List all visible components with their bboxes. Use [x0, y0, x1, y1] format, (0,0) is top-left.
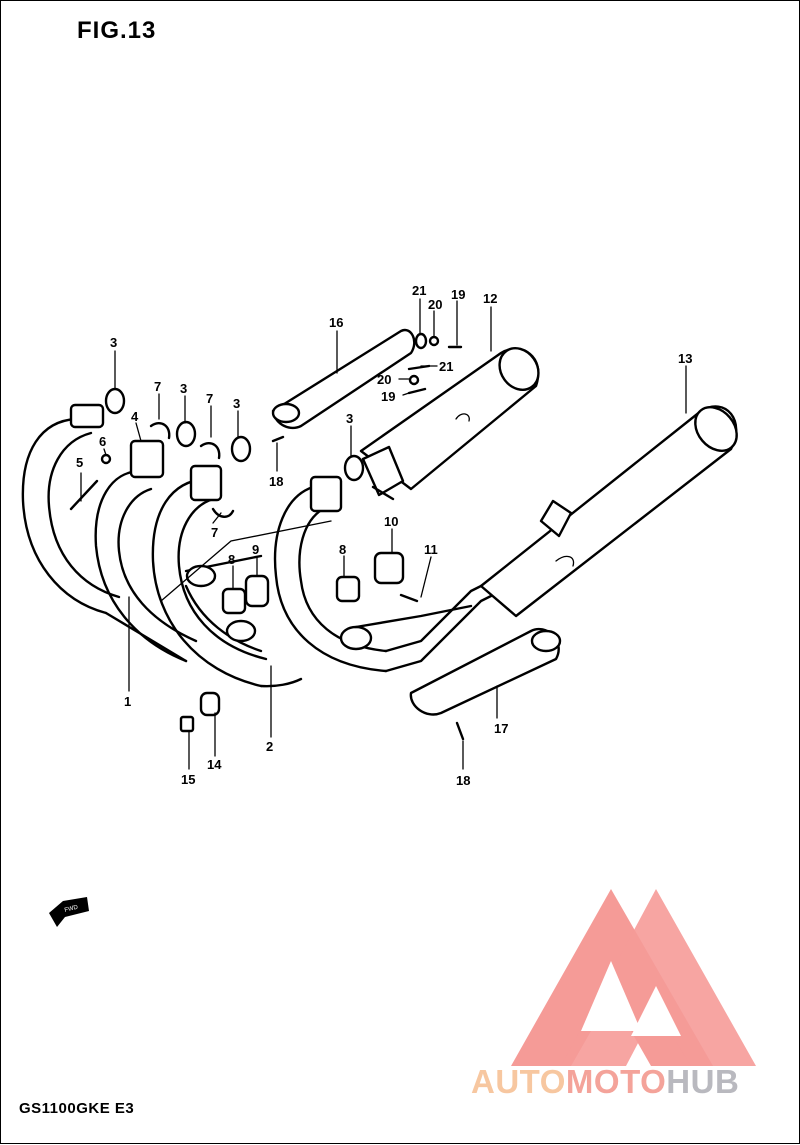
- callout-2: 2: [266, 739, 273, 754]
- gasket-3a: [104, 387, 126, 415]
- callout-8a: 8: [228, 552, 235, 567]
- callout-8b: 8: [339, 542, 346, 557]
- nut-6: [100, 453, 112, 465]
- sleeve-8b: [335, 575, 361, 603]
- callout-6: 6: [99, 434, 106, 449]
- callout-10: 10: [384, 514, 398, 529]
- model-code: GS1100GKE E3: [19, 1100, 135, 1117]
- muffler-12: [359, 347, 540, 497]
- callout-3c: 3: [233, 396, 240, 411]
- sleeve-8a: [221, 587, 247, 615]
- watermark-text: AUTOMOTOHUB: [471, 1063, 739, 1101]
- figure-title: FIG.13: [77, 17, 157, 44]
- flange-a: [69, 403, 105, 429]
- exhaust-pipe-1: [21, 417, 198, 663]
- collector-pipe: [160, 520, 523, 673]
- callout-4: 4: [131, 409, 139, 424]
- callout-19b: 19: [381, 389, 395, 404]
- gasket-3b: [175, 420, 197, 448]
- callout-15: 15: [181, 772, 195, 787]
- heat-shield-17: [409, 628, 562, 716]
- gasket-3d: [343, 454, 365, 482]
- callout-20a: 20: [428, 297, 442, 312]
- forward-arrow-icon: FWD: [49, 897, 89, 927]
- gasket-3c: [230, 435, 252, 463]
- callout-3b: 3: [180, 381, 187, 396]
- callout-1: 1: [124, 694, 131, 709]
- svg-text:FWD: FWD: [64, 904, 79, 914]
- ring-7b: [199, 442, 221, 460]
- clamp-14: [199, 691, 221, 717]
- callout-14: 14: [207, 757, 222, 772]
- callout-5: 5: [76, 455, 83, 470]
- callout-7a: 7: [154, 379, 161, 394]
- washer-20a: [428, 335, 440, 347]
- callout-20b: 20: [377, 372, 391, 387]
- flange-c: [309, 475, 343, 513]
- callout-3a: 3: [110, 335, 117, 350]
- callout-11: 11: [424, 542, 438, 557]
- ring-7a: [149, 422, 171, 440]
- callout-3d: 3: [346, 411, 353, 426]
- watermark-logo-icon: [511, 889, 756, 1066]
- watermark-moto: MOTO: [565, 1063, 667, 1100]
- callout-7b: 7: [206, 391, 213, 406]
- muffler-13: [479, 405, 738, 618]
- exhaust-pipe-2: [151, 477, 388, 688]
- flange-b: [189, 464, 223, 502]
- screw-18a: [271, 435, 285, 443]
- muffler-bracket-bolt: [371, 485, 395, 501]
- flange-4: [129, 439, 165, 479]
- bolt-15: [179, 715, 195, 733]
- callout-9: 9: [252, 542, 259, 557]
- washer-21a: [414, 332, 428, 350]
- callout-16: 16: [329, 315, 343, 330]
- callout-18a: 18: [269, 474, 283, 489]
- callout-17: 17: [494, 721, 508, 736]
- callout-13: 13: [678, 351, 692, 366]
- bolt-11: [399, 593, 419, 603]
- callout-18b: 18: [456, 773, 470, 788]
- callout-21a: 21: [412, 283, 426, 298]
- clamp-10: [373, 551, 405, 585]
- callout-7c: 7: [211, 525, 218, 540]
- ring-7c: [211, 507, 235, 518]
- leader-lines: [80, 298, 687, 770]
- callouts: 3 3 3 3 4 5 6 7 7 7 8 8 9 10 11 12 13 1 …: [76, 283, 692, 788]
- screw-18b: [455, 721, 465, 741]
- watermark-hub: HUB: [666, 1063, 740, 1100]
- heat-shield-16: [271, 328, 416, 430]
- bolt-19b: [407, 387, 427, 395]
- clamp-9: [244, 574, 270, 608]
- callout-12: 12: [483, 291, 497, 306]
- stud-5: [69, 479, 99, 511]
- watermark-auto: AUTO: [471, 1063, 566, 1100]
- gaskets-and-clamps: [69, 332, 465, 741]
- callout-21b: 21: [439, 359, 453, 374]
- callout-19a: 19: [451, 287, 465, 302]
- washer-20b: [408, 374, 420, 386]
